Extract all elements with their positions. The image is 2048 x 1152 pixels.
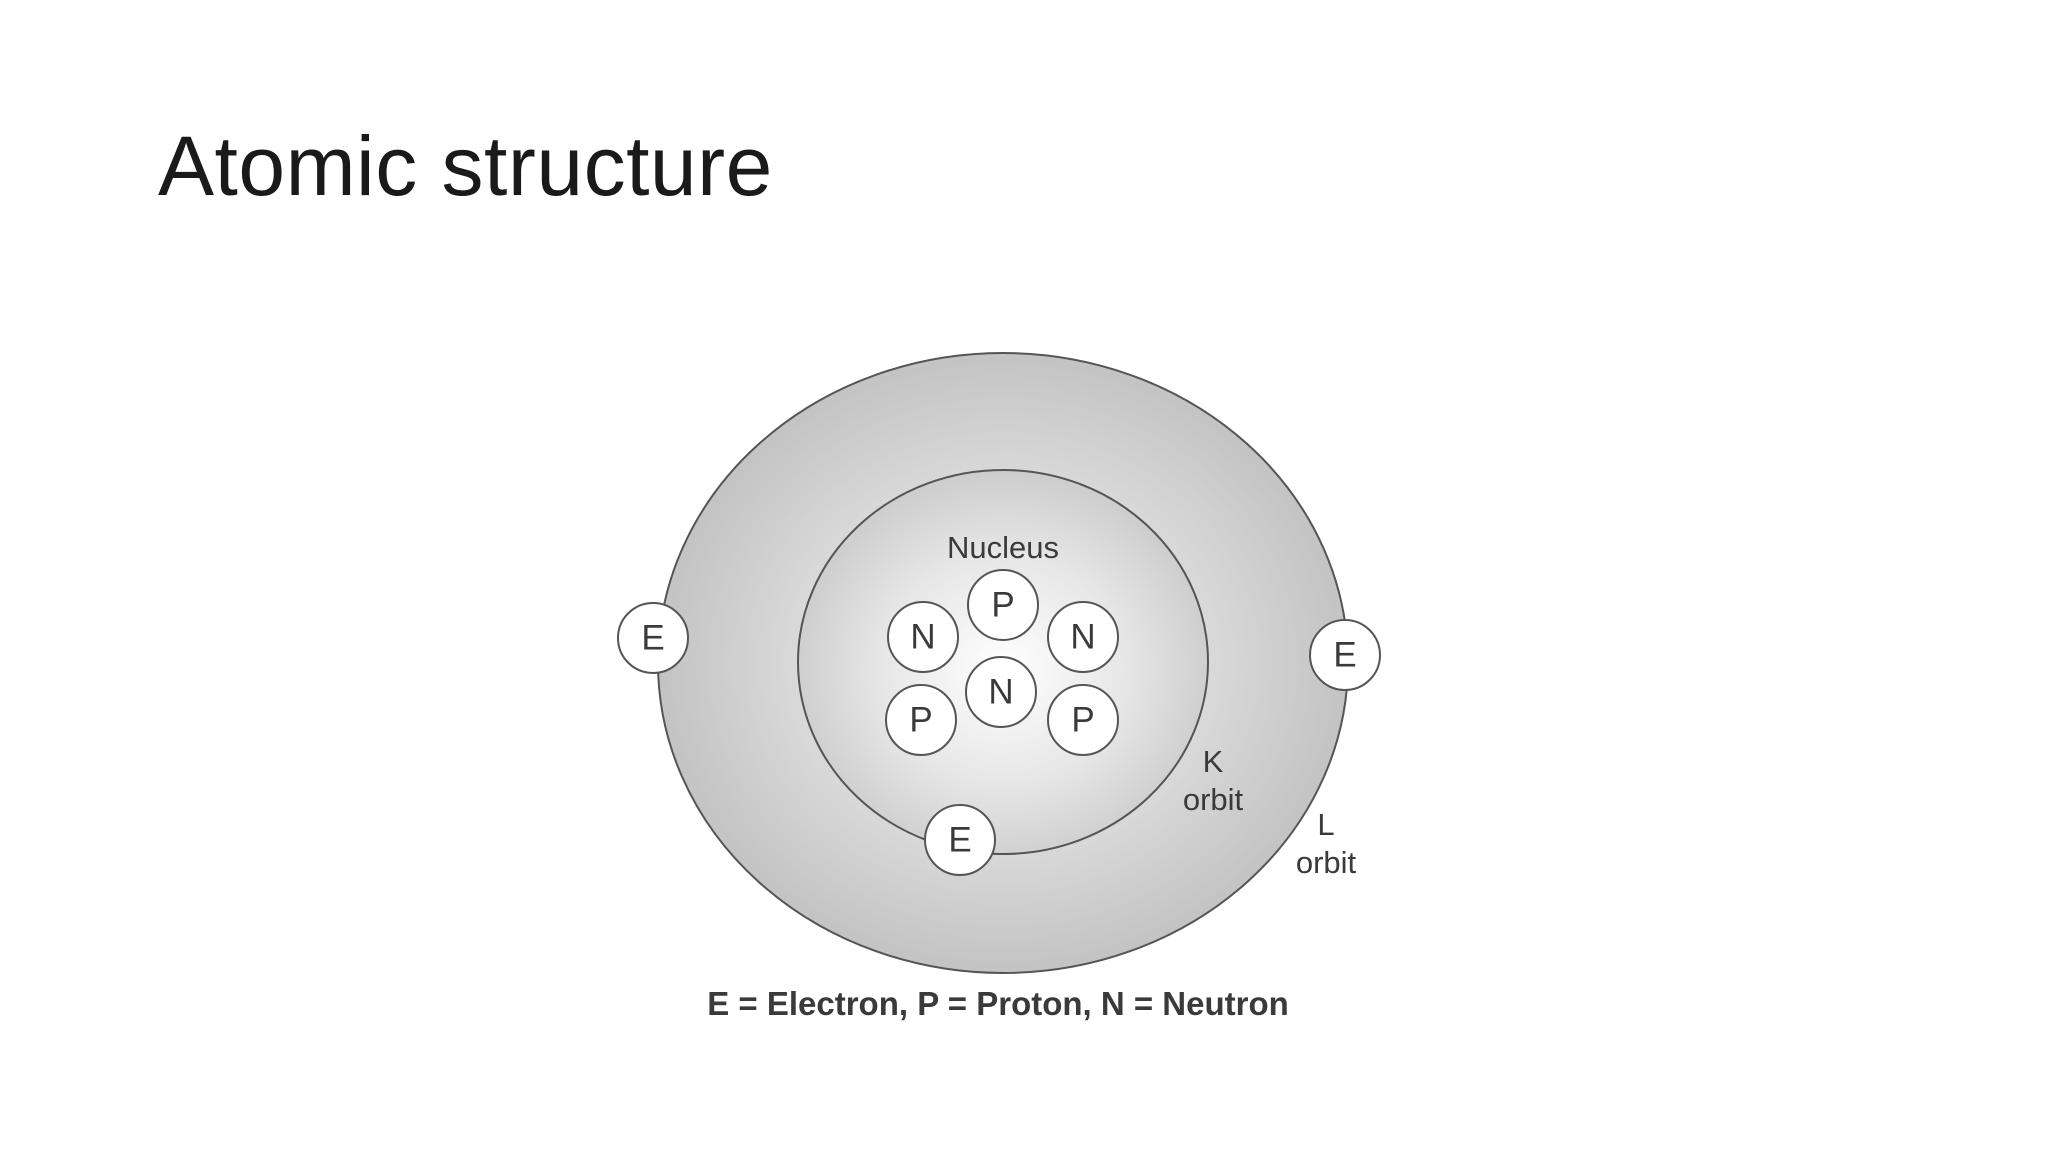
k-orbit-label: K orbit <box>1183 744 1244 817</box>
electron-inner: E <box>924 804 996 876</box>
particle-label: P <box>991 586 1014 625</box>
proton-particle: P <box>967 569 1039 641</box>
particle-label: P <box>909 701 932 740</box>
neutron-particle: N <box>965 656 1037 728</box>
neutron-particle: N <box>887 601 959 673</box>
nucleus: P N N N P P <box>885 569 1119 756</box>
particle-label: N <box>988 673 1013 712</box>
electron-label: E <box>641 619 664 658</box>
electron-label: E <box>948 821 971 860</box>
electron-label: E <box>1333 636 1356 675</box>
proton-particle: P <box>885 684 957 756</box>
l-orbit-letter: L <box>1317 807 1334 842</box>
electron-right: E <box>1309 619 1381 691</box>
neutron-particle: N <box>1047 601 1119 673</box>
proton-particle: P <box>1047 684 1119 756</box>
k-orbit-letter: K <box>1203 744 1224 779</box>
particle-label: N <box>910 618 935 657</box>
legend: E = Electron, P = Proton, N = Neutron <box>707 985 1289 1022</box>
nucleus-label: Nucleus <box>947 530 1059 565</box>
k-orbit-word: orbit <box>1183 782 1244 817</box>
electron-left: E <box>617 602 689 674</box>
l-orbit-word: orbit <box>1296 845 1357 880</box>
particle-label: P <box>1071 701 1094 740</box>
l-orbit-label: L orbit <box>1296 807 1357 880</box>
slide-title: Atomic structure <box>158 119 773 213</box>
particle-label: N <box>1070 618 1095 657</box>
